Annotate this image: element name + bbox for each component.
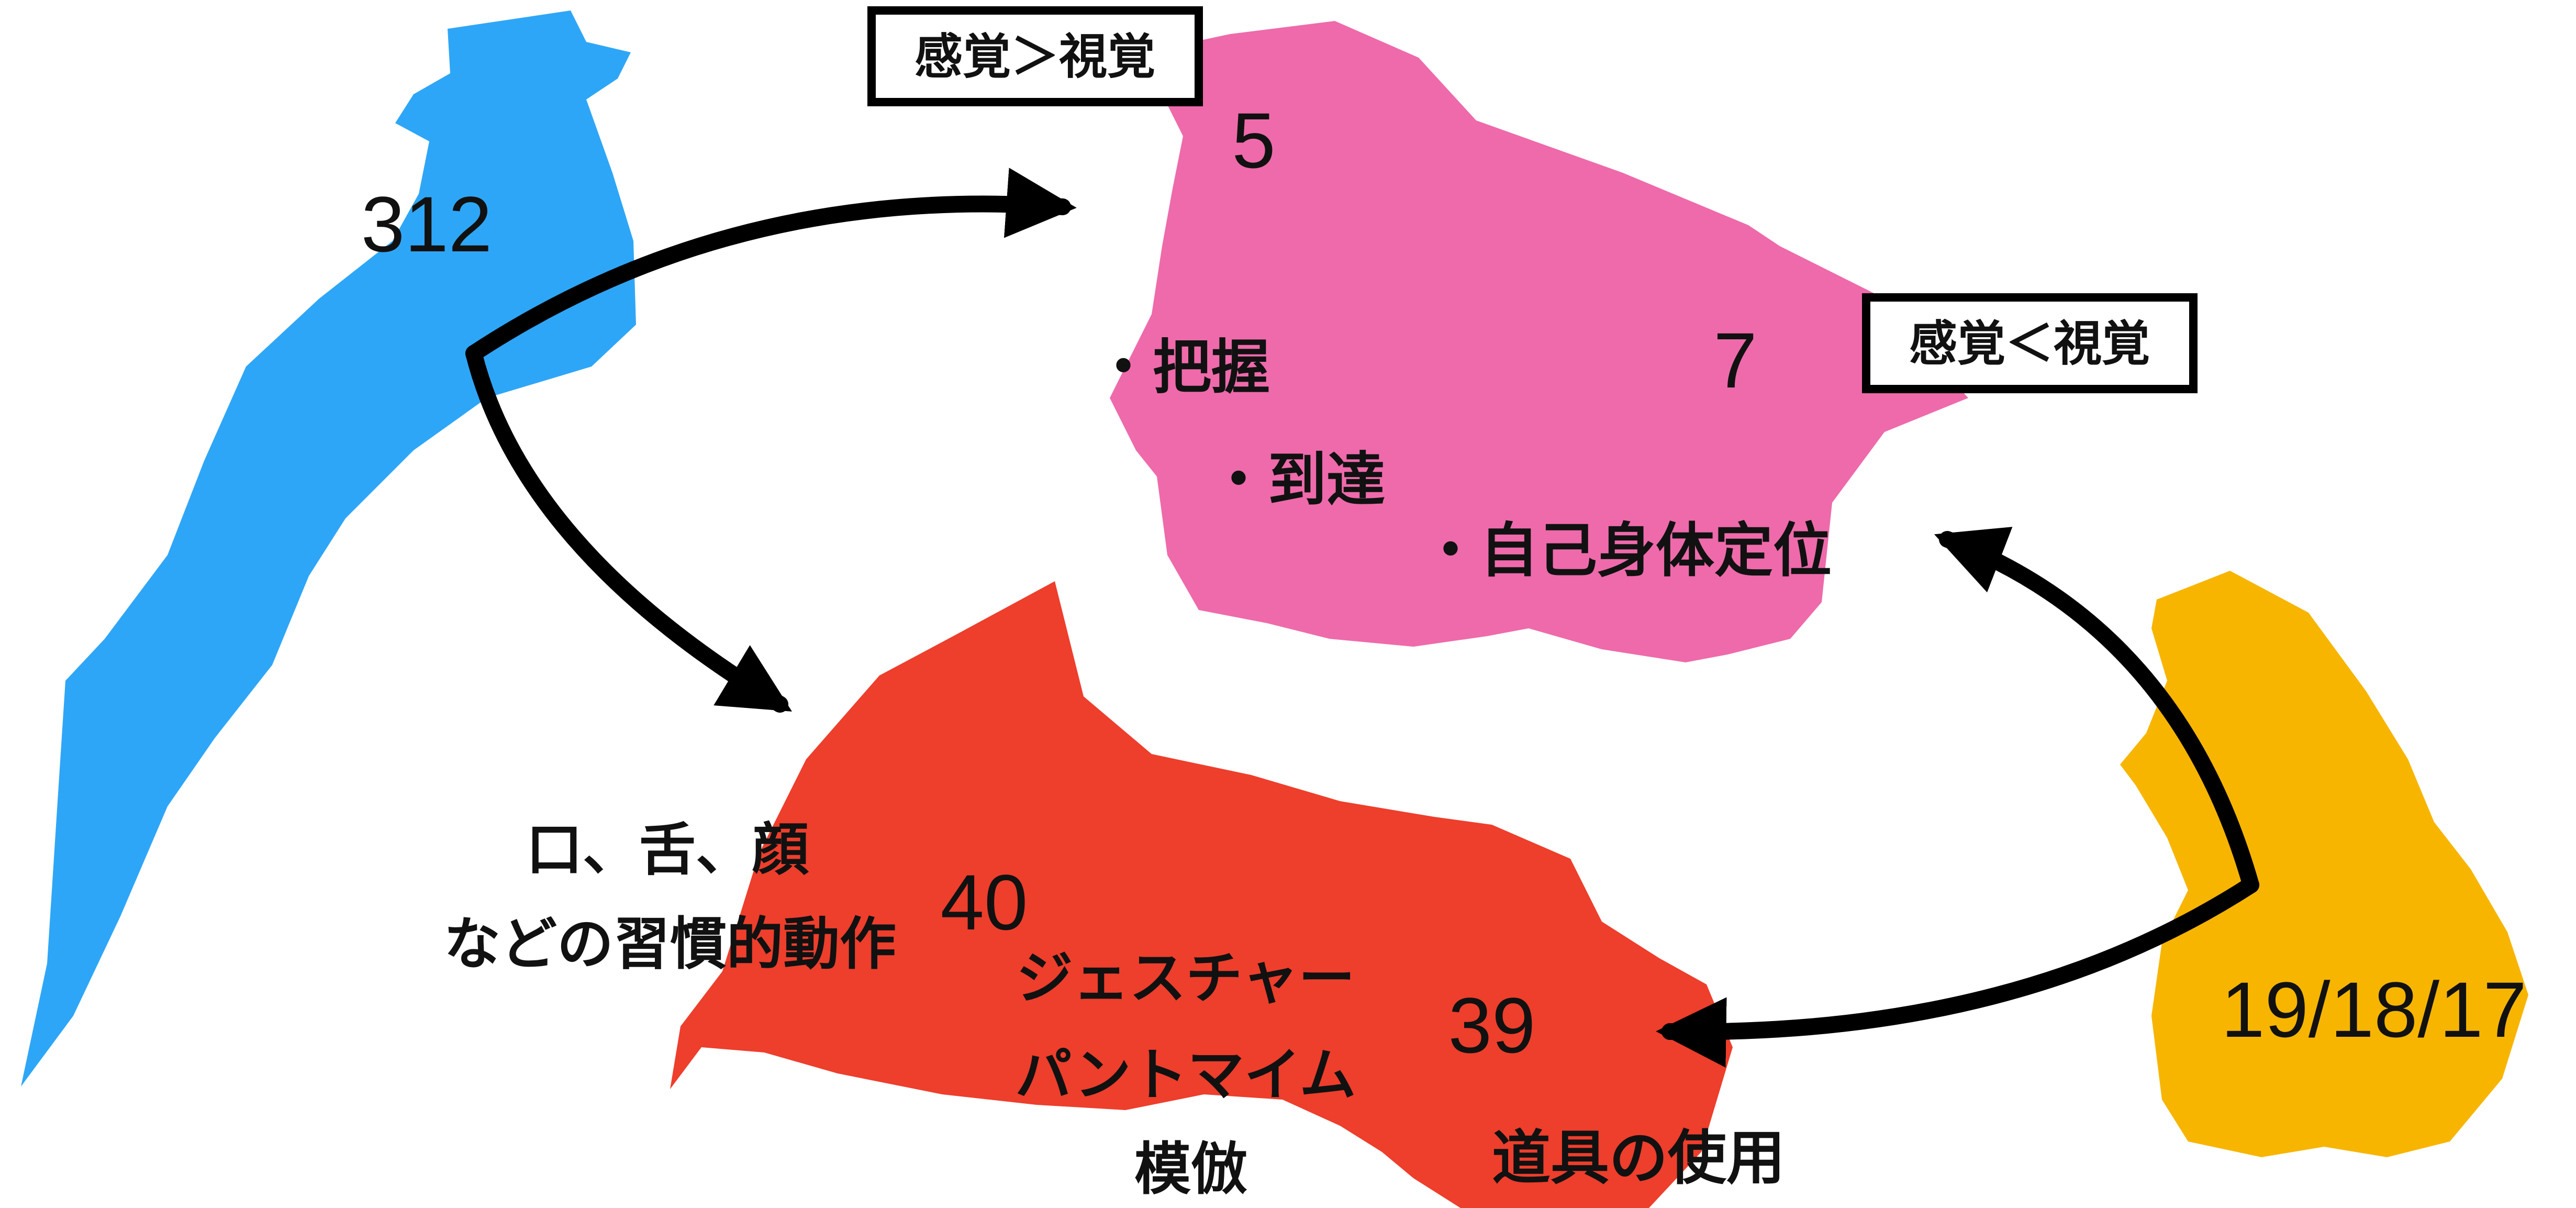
box-top-text: 感覚＞視覚 xyxy=(915,29,1155,85)
box-right: 感覚＜視覚 xyxy=(1862,293,2198,393)
red-item-gesture: ジェスチャー xyxy=(1017,946,1355,1011)
red-item-pantomime: パントマイム xyxy=(1015,1043,1356,1108)
tool-use-label: 道具の使用 xyxy=(1492,1124,1785,1192)
number-pink-top: 5 xyxy=(1232,96,1275,184)
number-red-left: 40 xyxy=(941,858,1028,946)
number-pink-right: 7 xyxy=(1713,316,1757,404)
pink-item-reach: ・到達 xyxy=(1209,446,1385,514)
left-caption-line2: などの習慣的動作 xyxy=(444,912,896,977)
arrow-yellow-to-red xyxy=(1656,877,2259,1068)
pink-region xyxy=(1110,21,1968,662)
box-top: 感覚＞視覚 xyxy=(867,6,1203,106)
box-right-text: 感覚＜視覚 xyxy=(1909,316,2150,372)
left-caption-line1: 口、舌、顔 xyxy=(526,817,809,883)
pink-item-grasp: ・把握 xyxy=(1094,334,1270,402)
number-yellow: 19/18/17 xyxy=(2221,966,2527,1054)
red-region xyxy=(670,581,1733,1208)
yellow-region xyxy=(2120,571,2528,1157)
pink-item-self-position: ・自己身体定位 xyxy=(1421,517,1832,585)
arrow-blue-to-red xyxy=(465,345,793,713)
red-item-imitation: 模倣 xyxy=(1134,1137,1247,1202)
arrow-blue-to-pink xyxy=(465,168,1077,362)
arrow-yellow-to-pink xyxy=(1934,527,2259,893)
number-red-right: 39 xyxy=(1448,981,1536,1069)
blue-region xyxy=(21,10,636,1087)
number-blue: 312 xyxy=(361,180,492,268)
